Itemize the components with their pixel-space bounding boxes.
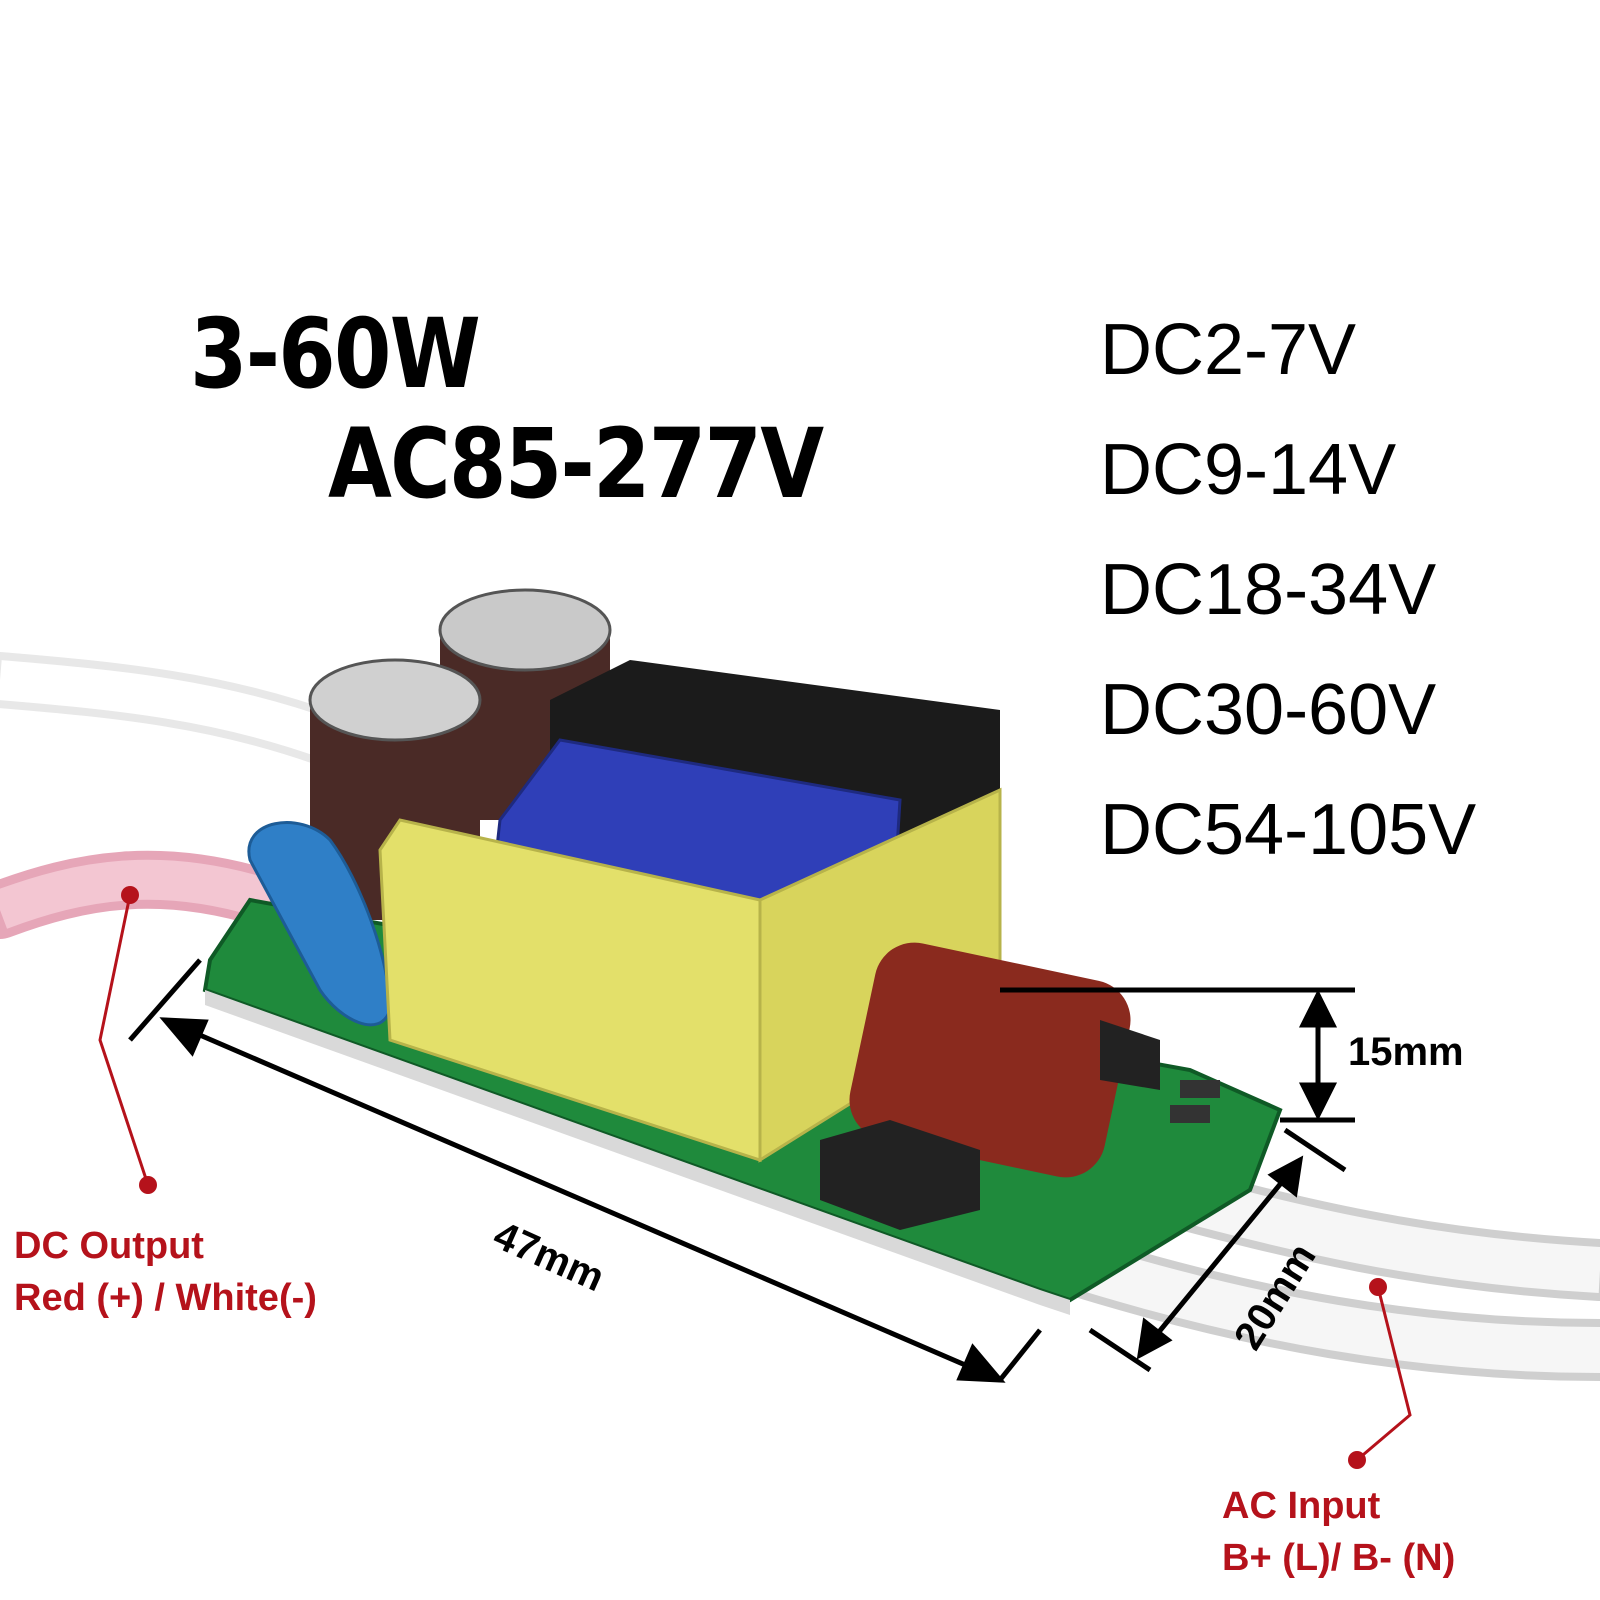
ac-input-polarity: B+ (L)/ B- (N): [1222, 1537, 1456, 1579]
output-range-item: DC9-14V: [1100, 430, 1397, 510]
dimension-20mm: [1088, 1127, 1347, 1373]
input-voltage-range: AC85-277V: [328, 408, 824, 520]
ac-input-callout: AC Input B+ (L)/ B- (N): [1222, 1480, 1455, 1584]
output-range-item: DC54-105V: [1100, 790, 1477, 870]
ac-input-leader: [1356, 1286, 1412, 1462]
ac-input-title: AC Input: [1222, 1485, 1381, 1527]
smd-resistor-1: [1180, 1080, 1220, 1098]
dc-output-leader: [98, 894, 150, 1186]
bridge-rectifier: [820, 1120, 980, 1230]
dc-output-title: DC Output: [14, 1225, 204, 1267]
output-voltage-list: DC2-7V DC9-14V DC18-34V DC30-60V DC54-10…: [1100, 290, 1476, 890]
ic-chip: [1100, 1020, 1160, 1090]
height-dimension-label: 15mm: [1348, 1030, 1464, 1074]
output-range-item: DC2-7V: [1100, 310, 1357, 390]
dimension-47mm: [128, 958, 1042, 1383]
power-rating: 3-60W: [190, 298, 481, 410]
dc-output-polarity: Red (+) / White(-): [14, 1277, 317, 1319]
smd-resistor-2: [1170, 1105, 1210, 1123]
dimension-15mm: [1000, 987, 1355, 1123]
film-capacitor: [849, 942, 1131, 1178]
output-range-item: DC30-60V: [1100, 670, 1437, 750]
dc-output-callout: DC Output Red (+) / White(-): [14, 1220, 317, 1324]
y-capacitor: [247, 821, 392, 1027]
output-range-item: DC18-34V: [1100, 550, 1437, 630]
